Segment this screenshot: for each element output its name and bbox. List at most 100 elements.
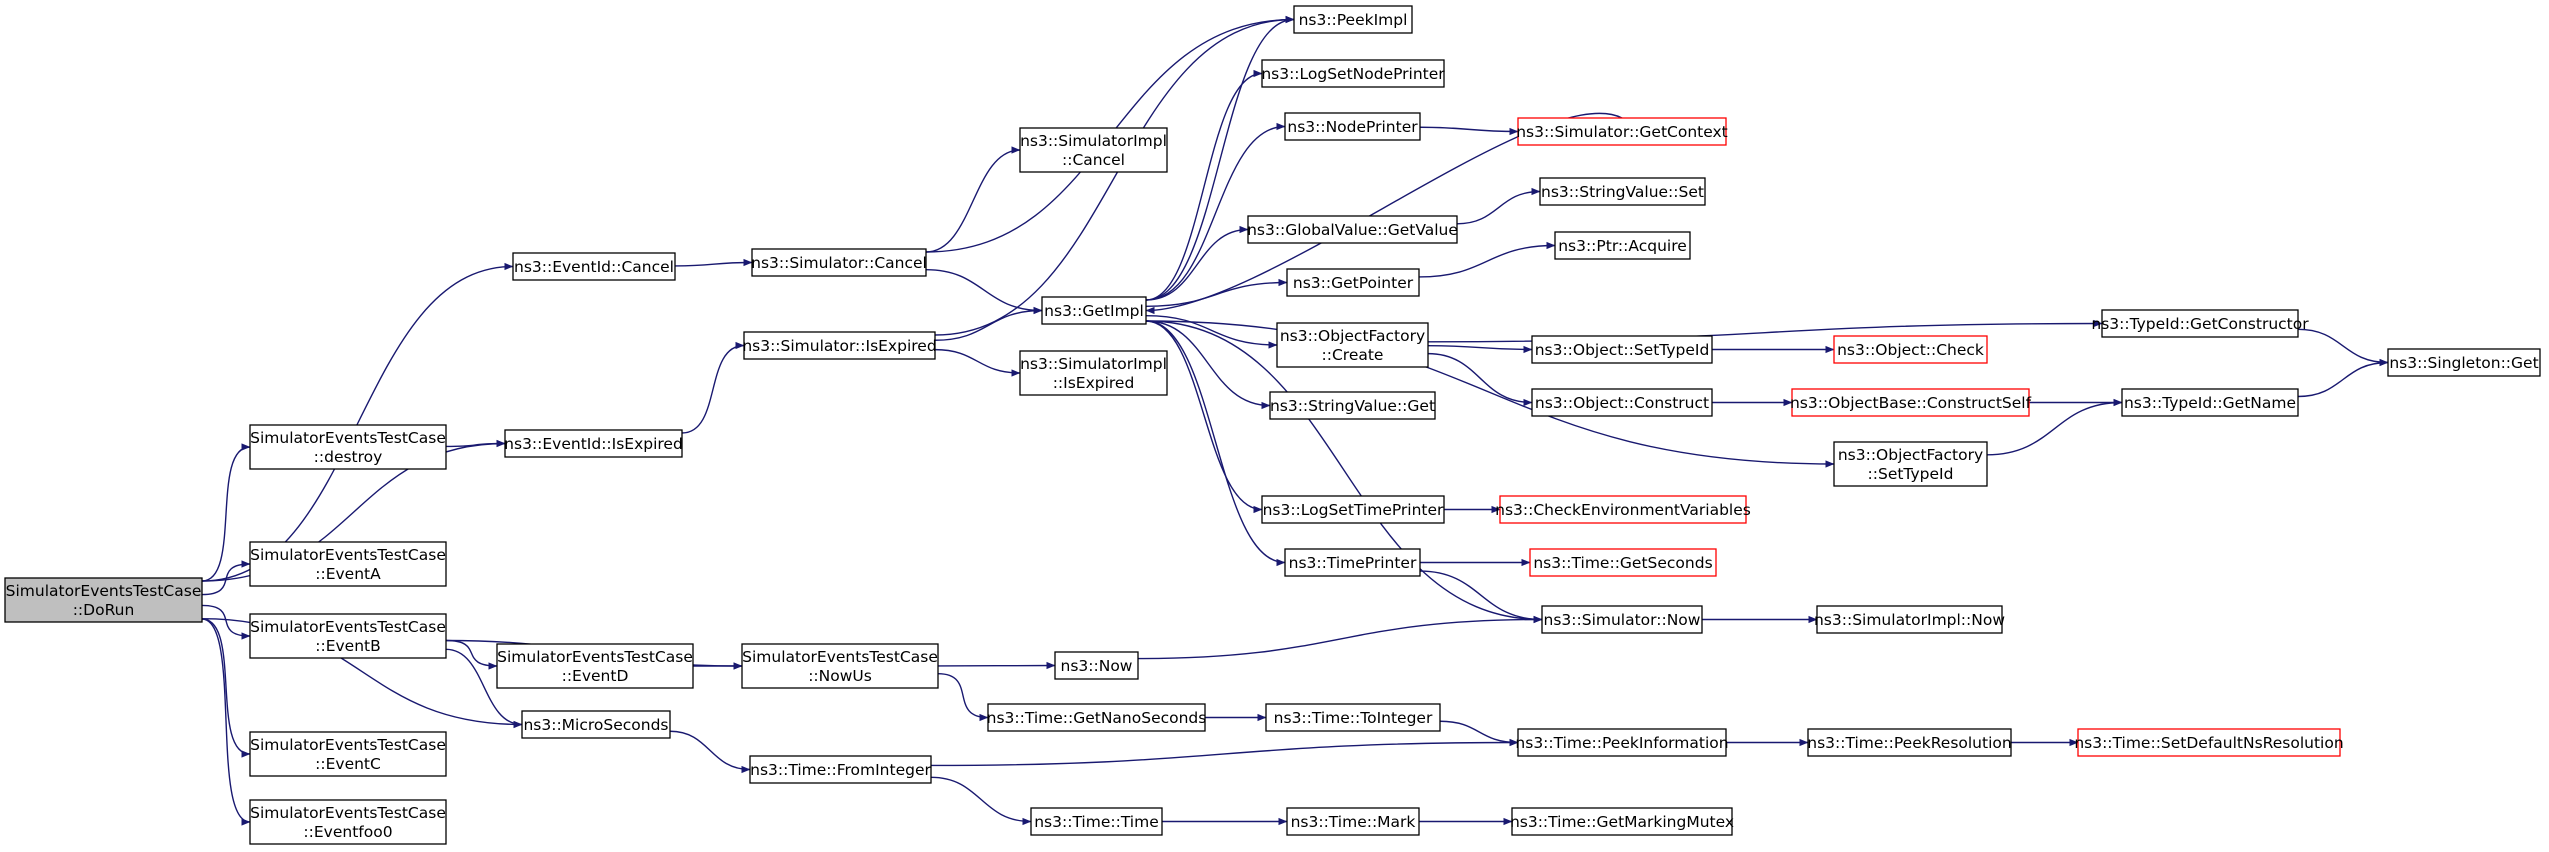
node-peekres[interactable]: ns3::Time::PeekResolution <box>1807 728 2012 757</box>
node-box <box>1261 495 1445 524</box>
node-label: ns3::EventId::Cancel <box>514 258 674 276</box>
node-checkenv[interactable]: ns3::CheckEnvironmentVariables <box>1495 495 1751 524</box>
node-box <box>1261 59 1445 88</box>
node-logsetnode[interactable]: ns3::LogSetNodePrinter <box>1261 59 1445 88</box>
node-box <box>1554 231 1691 260</box>
node-setdefres[interactable]: ns3::Time::SetDefaultNsResolution <box>2074 728 2344 757</box>
node-label: ns3::Time::SetDefaultNsResolution <box>2074 734 2343 752</box>
node-peekimpl[interactable]: ns3::PeekImpl <box>1293 5 1413 34</box>
node-singleton_get[interactable]: ns3::Singleton::Get <box>2387 348 2541 377</box>
node-obj_settypeid[interactable]: ns3::Object::SetTypeId <box>1531 335 1713 364</box>
node-eventC[interactable]: SimulatorEventsTestCase::EventC <box>249 731 447 777</box>
node-label: ns3::Time::FromInteger <box>750 761 931 779</box>
node-tid_getname[interactable]: ns3::TypeId::GetName <box>2121 388 2299 417</box>
edge-getimpl-to-nodeprinter <box>1145 122 1286 301</box>
node-label: ns3::EventId::IsExpired <box>504 435 683 453</box>
node-label: SimulatorEventsTestCase <box>497 648 693 666</box>
node-timetime[interactable]: ns3::Time::Time <box>1030 807 1163 836</box>
node-label: ns3::Simulator::Now <box>1544 611 1701 629</box>
node-label: ns3::CheckEnvironmentVariables <box>1495 501 1751 519</box>
node-label: ns3::Singleton::Get <box>2389 354 2538 372</box>
node-root: SimulatorEventsTestCase::DoRun <box>4 577 203 623</box>
node-tointeger[interactable]: ns3::Time::ToInteger <box>1265 703 1441 732</box>
node-eventfoo0[interactable]: SimulatorEventsTestCase::Eventfoo0 <box>249 799 447 845</box>
node-label: ::EventA <box>315 565 381 583</box>
node-obj_construct[interactable]: ns3::Object::Construct <box>1531 388 1713 417</box>
node-getcontext[interactable]: ns3::Simulator::GetContext <box>1516 117 1728 146</box>
node-sim_cancel[interactable]: ns3::Simulator::Cancel <box>751 248 927 277</box>
node-simimpl_now[interactable]: ns3::SimulatorImpl::Now <box>1814 605 2005 634</box>
node-simimpl_isexpired[interactable]: ns3::SimulatorImpl::IsExpired <box>1019 350 1168 396</box>
node-ptr_acquire[interactable]: ns3::Ptr::Acquire <box>1554 231 1691 260</box>
node-box <box>1030 807 1163 836</box>
node-box <box>2077 728 2341 757</box>
node-fromint[interactable]: ns3::Time::FromInteger <box>749 755 932 784</box>
node-box <box>249 424 447 470</box>
node-label: ::destroy <box>314 448 383 466</box>
node-box <box>1286 807 1420 836</box>
node-logsettime[interactable]: ns3::LogSetTimePrinter <box>1261 495 1445 524</box>
edge-sim_isexpired-to-peekimpl <box>934 15 1295 336</box>
node-getimpl[interactable]: ns3::GetImpl <box>1041 296 1147 325</box>
node-sim_now[interactable]: ns3::Simulator::Now <box>1541 605 1703 634</box>
node-sv_set[interactable]: ns3::StringValue::Set <box>1539 177 1706 206</box>
node-ob_constructself[interactable]: ns3::ObjectBase::ConstructSelf <box>1790 388 2032 417</box>
node-label: ::EventD <box>562 667 629 685</box>
edge-eventid_cancel-to-sim_cancel <box>674 258 753 267</box>
node-box <box>1517 728 1727 757</box>
edge-getimpl-to-gv_getvalue <box>1145 225 1249 301</box>
node-eventid_cancel[interactable]: ns3::EventId::Cancel <box>512 252 676 281</box>
edge-getimpl-to-sim_now <box>1145 320 1543 624</box>
node-box <box>2101 309 2299 338</box>
node-box <box>1511 807 1733 836</box>
edge-sim_cancel-to-simimpl_cancel <box>925 146 1021 253</box>
node-gv_getvalue[interactable]: ns3::GlobalValue::GetValue <box>1247 215 1458 244</box>
node-microseconds[interactable]: ns3::MicroSeconds <box>521 710 671 739</box>
edge-sim_isexpired-to-getimpl <box>934 306 1043 341</box>
node-now[interactable]: ns3::Now <box>1054 651 1139 680</box>
node-getmarkmutex[interactable]: ns3::Time::GetMarkingMutex <box>1510 807 1734 836</box>
node-getpointer[interactable]: ns3::GetPointer <box>1286 268 1420 297</box>
node-label: ns3::Time::GetMarkingMutex <box>1510 813 1734 831</box>
node-eventid_isexpired[interactable]: ns3::EventId::IsExpired <box>504 429 683 458</box>
node-label: ns3::PeekImpl <box>1299 11 1408 29</box>
node-nodeprinter[interactable]: ns3::NodePrinter <box>1284 112 1421 141</box>
edge-root-to-eventid_cancel <box>201 262 514 582</box>
node-getseconds[interactable]: ns3::Time::GetSeconds <box>1529 548 1717 577</box>
node-label: ::SetTypeId <box>1868 465 1954 483</box>
node-peekinfo[interactable]: ns3::Time::PeekInformation <box>1515 728 1729 757</box>
node-of_settypeid[interactable]: ns3::ObjectFactory::SetTypeId <box>1833 441 1988 487</box>
node-label: ns3::SimulatorImpl <box>1020 355 1167 373</box>
node-label: ns3::Time::Time <box>1034 813 1159 831</box>
node-eventB[interactable]: SimulatorEventsTestCase::EventB <box>249 613 447 659</box>
node-timeprinter[interactable]: ns3::TimePrinter <box>1284 548 1421 577</box>
node-box <box>1833 335 1988 364</box>
node-sv_get[interactable]: ns3::StringValue::Get <box>1269 391 1436 420</box>
node-box <box>1054 651 1139 680</box>
node-simimpl_cancel[interactable]: ns3::SimulatorImpl::Cancel <box>1019 127 1168 173</box>
node-nowus[interactable]: SimulatorEventsTestCase::NowUs <box>741 643 939 689</box>
node-tid_getctor[interactable]: ns3::TypeId::GetConstructor <box>2091 309 2309 338</box>
node-box <box>1529 548 1717 577</box>
node-box <box>1265 703 1441 732</box>
node-label: ::NowUs <box>808 667 872 685</box>
node-getnano[interactable]: ns3::Time::GetNanoSeconds <box>987 703 1207 732</box>
node-eventA[interactable]: SimulatorEventsTestCase::EventA <box>249 541 447 587</box>
edge-getimpl-to-peekimpl <box>1145 15 1295 301</box>
node-label: ns3::SimulatorImpl::Now <box>1814 611 2005 629</box>
node-mark[interactable]: ns3::Time::Mark <box>1286 807 1420 836</box>
node-label: ns3::Ptr::Acquire <box>1558 237 1687 255</box>
node-box <box>1286 268 1420 297</box>
node-eventD[interactable]: SimulatorEventsTestCase::EventD <box>496 643 694 689</box>
node-sim_isexpired[interactable]: ns3::Simulator::IsExpired <box>742 331 937 360</box>
node-label: ns3::NodePrinter <box>1287 118 1418 136</box>
node-label: ns3::Simulator::Cancel <box>751 254 927 272</box>
node-box <box>249 799 447 845</box>
node-destroy[interactable]: SimulatorEventsTestCase::destroy <box>249 424 447 470</box>
node-label: ns3::TimePrinter <box>1289 554 1417 572</box>
node-label: ns3::TypeId::GetName <box>2124 394 2296 412</box>
node-obj_check[interactable]: ns3::Object::Check <box>1833 335 1988 364</box>
node-of_create[interactable]: ns3::ObjectFactory::Create <box>1276 322 1429 368</box>
edge-tid_getname-to-singleton_get <box>2297 358 2389 398</box>
